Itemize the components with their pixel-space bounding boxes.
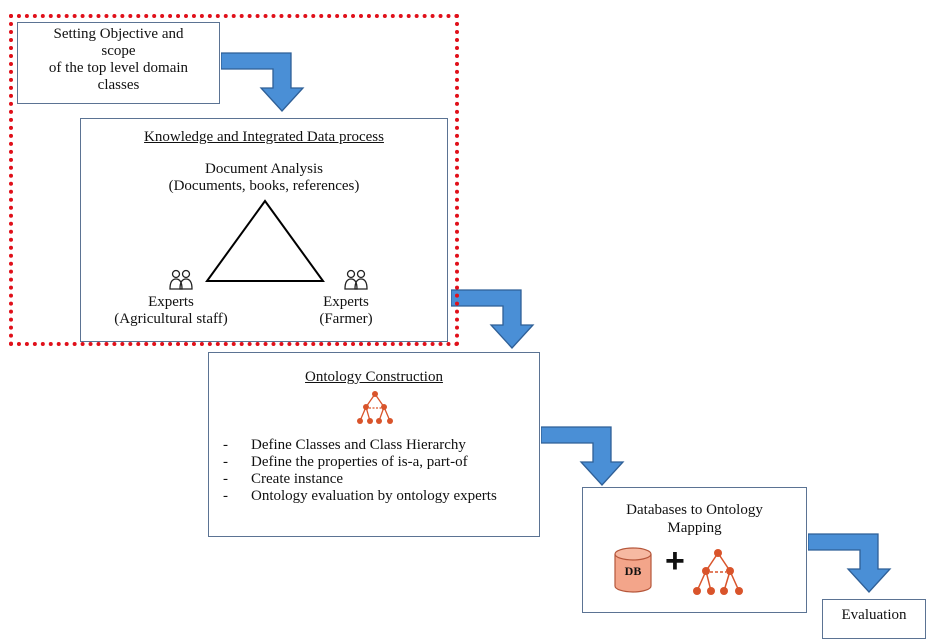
people-pair-icon bbox=[344, 269, 368, 290]
flow-arrow-4 bbox=[808, 533, 892, 593]
database-label: DB bbox=[624, 564, 642, 578]
ontology-step: Create instance bbox=[209, 471, 509, 488]
objective-box: Setting Objective and scope of the top l… bbox=[17, 22, 220, 104]
knowledge-title: Knowledge and Integrated Data process bbox=[144, 129, 384, 145]
objective-line-1: Setting Objective and bbox=[53, 26, 184, 42]
expert-left-sub: (Agricultural staff) bbox=[114, 311, 228, 327]
flow-arrow-2 bbox=[451, 289, 535, 349]
database-cylinder-icon bbox=[614, 547, 652, 593]
mapping-title-line-1: Databases to Ontology bbox=[626, 502, 763, 518]
people-pair-icon bbox=[169, 269, 193, 290]
objective-line-3: of the top level domain bbox=[48, 60, 189, 76]
knowledge-box: Knowledge and Integrated Data process Do… bbox=[80, 118, 448, 342]
ontology-step: Ontology evaluation by ontology experts bbox=[209, 488, 509, 505]
ontology-step: Define the properties of is-a, part-of bbox=[209, 454, 509, 471]
expert-right-title: Experts bbox=[323, 294, 369, 310]
document-analysis-sub: (Documents, books, references) bbox=[168, 178, 360, 194]
ontology-title: Ontology Construction bbox=[305, 369, 443, 385]
flow-arrow-3 bbox=[541, 426, 625, 486]
ontology-tree-icon bbox=[693, 549, 743, 595]
objective-line-2: scope bbox=[101, 43, 136, 59]
flow-arrow-1 bbox=[221, 52, 305, 112]
expert-left-title: Experts bbox=[148, 294, 194, 310]
expert-right-sub: (Farmer) bbox=[319, 311, 373, 327]
document-analysis-title: Document Analysis bbox=[205, 161, 323, 177]
plus-sign: + bbox=[665, 542, 685, 580]
knowledge-triangle bbox=[205, 199, 325, 282]
evaluation-box: Evaluation bbox=[822, 599, 926, 639]
mapping-title-line-2: Mapping bbox=[667, 520, 722, 536]
evaluation-title: Evaluation bbox=[841, 607, 907, 623]
ontology-box: Ontology Construction Define Classes and… bbox=[208, 352, 540, 537]
mapping-box: Databases to Ontology Mapping DB + bbox=[582, 487, 807, 613]
ontology-step: Define Classes and Class Hierarchy bbox=[209, 437, 509, 454]
ontology-tree-icon bbox=[357, 391, 393, 424]
objective-line-4: classes bbox=[97, 77, 140, 93]
